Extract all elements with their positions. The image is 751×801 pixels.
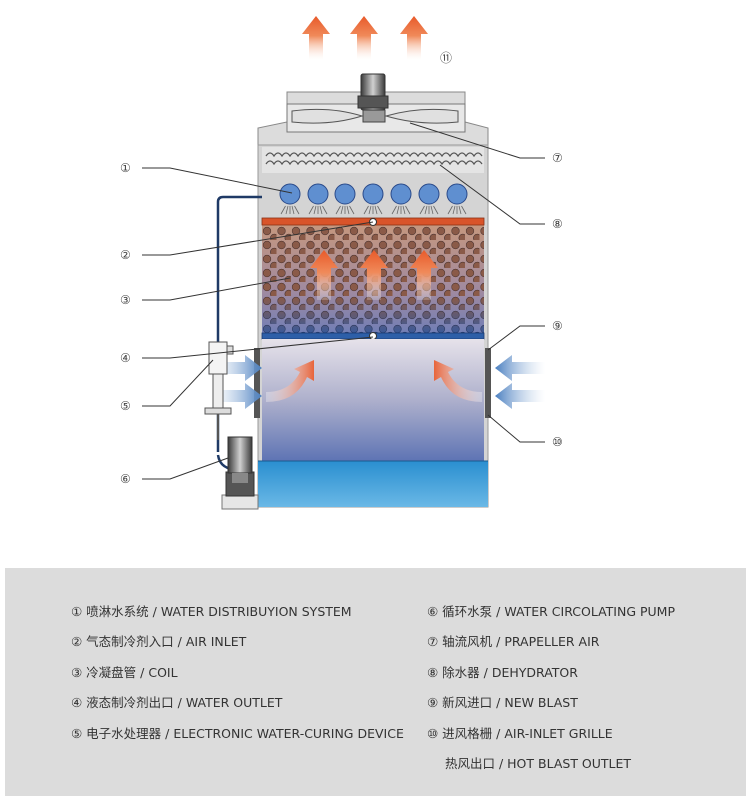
curved-hot-arrow-right — [434, 360, 482, 402]
spray-stream — [374, 205, 378, 215]
spray-stream — [319, 205, 323, 215]
spray-stream — [458, 205, 462, 215]
spray-nozzle-3 — [334, 183, 356, 205]
exhaust-arrow-1 — [302, 16, 330, 60]
spray-stream — [291, 205, 295, 215]
spray-stream — [419, 205, 425, 215]
hot-exhaust-arrows — [302, 16, 428, 60]
cold-air-inlet-right — [495, 355, 545, 409]
spray-nozzle-5 — [390, 183, 412, 205]
exhaust-arrow-2 — [350, 16, 378, 60]
legend-item-5: ⑤ 电子水处理器 / ELECTRONIC WATER-CURING DEVIC… — [71, 726, 404, 741]
cold-air-inlet-left — [212, 355, 262, 409]
fan-blade-right — [384, 108, 459, 124]
legend-item-4: ④ 液态制冷剂出口 / WATER OUTLET — [71, 695, 283, 710]
coil — [261, 217, 485, 340]
legend-item-hot-blast-outlet: 热风出口 / HOT BLAST OUTLET — [445, 756, 632, 771]
legend-item-8: ⑧ 除水器 / DEHYDRATOR — [427, 665, 578, 680]
spray-stream — [308, 205, 314, 215]
spray-stream — [391, 205, 397, 215]
spray-stream — [280, 205, 286, 215]
spray-nozzle-7 — [446, 183, 468, 205]
callout-7: ⑦ — [552, 151, 563, 165]
spray-stream — [430, 205, 434, 215]
circulating-pump — [221, 436, 259, 510]
spray-stream — [452, 205, 456, 215]
spray-stream — [368, 205, 372, 215]
spray-stream — [335, 205, 341, 215]
spray-nozzle-2 — [307, 183, 329, 205]
legend-item-3: ③ 冷凝盘管 / COIL — [71, 665, 178, 680]
callout-6: ⑥ — [120, 472, 131, 486]
spray-nozzles — [279, 183, 468, 215]
spray-nozzle-1 — [279, 183, 301, 205]
basin-water — [258, 461, 488, 507]
callout-2: ② — [120, 248, 131, 262]
legend-item-10: ⑩ 进风格栅 / AIR-INLET GRILLE — [427, 726, 613, 741]
spray-stream — [377, 205, 383, 215]
spray-stream — [294, 205, 300, 215]
air-inlet-grille-left — [254, 348, 260, 418]
coil-hot-arrow-3 — [410, 250, 438, 300]
legend-item-7: ⑦ 轴流风机 / PRAPELLER AIR — [427, 634, 600, 649]
callout-11: ⑪ — [440, 51, 452, 65]
legend-item-2: ② 气态制冷剂入口 / AIR INLET — [71, 634, 247, 649]
spray-stream — [349, 205, 355, 215]
spray-stream — [461, 205, 467, 215]
callout-1: ① — [120, 161, 131, 175]
spray-nozzle-4 — [362, 183, 384, 205]
electronic-water-curing-device — [204, 341, 234, 440]
spray-nozzle-6 — [418, 183, 440, 205]
spray-stream — [433, 205, 439, 215]
coil-hot-arrow-1 — [310, 250, 338, 300]
spray-stream — [396, 205, 400, 215]
coil-hot-arrow-2 — [360, 250, 388, 300]
spray-stream — [313, 205, 317, 215]
fan-housing — [257, 73, 489, 146]
spray-stream — [447, 205, 453, 215]
curved-hot-arrow-left — [266, 360, 314, 402]
callout-4: ④ — [120, 351, 131, 365]
dehydrator — [262, 147, 484, 173]
leader-lines — [142, 122, 545, 480]
legend-panel: ① 喷淋水系统 / WATER DISTRIBUYION SYSTEM ② 气态… — [5, 568, 746, 796]
fan-blade-left — [291, 108, 364, 124]
spray-stream — [424, 205, 428, 215]
callout-10: ⑩ — [552, 435, 563, 449]
spray-stream — [363, 205, 369, 215]
legend-item-6: ⑥ 循环水泵 / WATER CIRCOLATING PUMP — [427, 604, 676, 619]
exhaust-arrow-3 — [400, 16, 428, 60]
spray-stream — [402, 205, 406, 215]
legend-item-9: ⑨ 新风进口 / NEW BLAST — [427, 695, 578, 710]
callout-9: ⑨ — [552, 319, 563, 333]
air-chamber — [262, 339, 484, 461]
spray-stream — [340, 205, 344, 215]
cooling-tower-diagram: ⑪ — [120, 16, 563, 510]
callout-8: ⑧ — [552, 217, 563, 231]
spray-stream — [346, 205, 350, 215]
legend-item-1: ① 喷淋水系统 / WATER DISTRIBUYION SYSTEM — [71, 604, 352, 619]
spray-stream — [405, 205, 411, 215]
water-pipe — [216, 195, 262, 472]
callout-3: ③ — [120, 293, 131, 307]
spray-stream — [322, 205, 328, 215]
callout-5: ⑤ — [120, 399, 131, 413]
spray-stream — [285, 205, 289, 215]
air-inlet-grille-right — [485, 348, 491, 418]
